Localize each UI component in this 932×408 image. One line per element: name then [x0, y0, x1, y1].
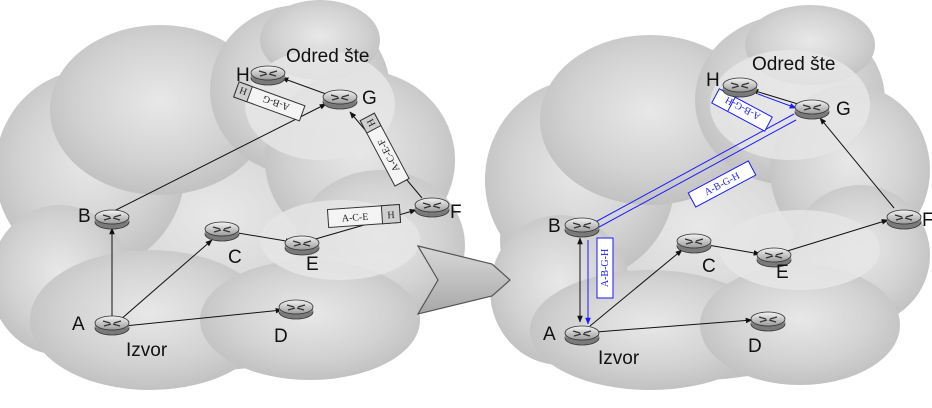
node-label-d: D [748, 336, 762, 357]
node-label-e: E [306, 254, 319, 275]
router-icon [564, 325, 600, 346]
router-icon [250, 65, 286, 86]
packet-route-label: A-C-E [341, 212, 368, 225]
node-label-h: H [706, 70, 720, 91]
router-icon [886, 209, 922, 230]
packet-a-c-e-f: A-C-E-F H [359, 112, 410, 187]
router-icon [94, 315, 130, 336]
destination-label: Odred šte [752, 54, 835, 75]
router-icon [322, 89, 358, 110]
source-label: Izvor [126, 340, 168, 361]
transition-arrow [416, 245, 511, 315]
packet-a-b-g: H A-B-G [233, 81, 306, 122]
node-label-a: A [72, 314, 85, 335]
destination-label: Odred šte [286, 46, 369, 67]
router-icon [278, 299, 314, 320]
source-label: Izvor [598, 348, 640, 369]
right-links [577, 89, 895, 333]
reply-label: A-B-G-H [600, 249, 611, 287]
router-icon [750, 311, 786, 332]
packet-dest-label: H [238, 84, 249, 97]
node-label-c: C [702, 256, 716, 277]
packet-dest-label: H [387, 210, 395, 221]
router-icon [94, 209, 130, 230]
router-icon [564, 217, 600, 238]
right-reply-path [585, 93, 797, 325]
router-icon [676, 233, 712, 254]
packet-dest-label: H [365, 117, 378, 129]
node-label-h: H [236, 65, 250, 86]
node-label-a: A [543, 324, 556, 345]
node-label-f: F [450, 202, 462, 223]
node-label-g: G [362, 88, 377, 109]
node-label-f: F [922, 210, 932, 231]
packet-a-c-e: A-C-E H [326, 203, 402, 229]
router-icon [722, 77, 758, 98]
left-network-cloud [0, 0, 465, 390]
node-label-g: G [836, 99, 851, 120]
router-icon [794, 99, 830, 120]
router-icon [284, 235, 320, 256]
node-label-d: D [274, 326, 288, 347]
node-label-b: B [548, 216, 561, 237]
node-label-e: E [776, 262, 789, 283]
node-label-c: C [228, 247, 242, 268]
node-label-b: B [78, 206, 91, 227]
router-icon [414, 197, 450, 218]
reply-packet-a-b: A-B-G-H [596, 237, 614, 299]
right-node-labels: A B C D E F G H Izvor Odred šte [543, 54, 932, 369]
router-icon [204, 221, 240, 242]
left-node-labels: A B C D E F G H Izvor Odred šte [72, 46, 462, 361]
